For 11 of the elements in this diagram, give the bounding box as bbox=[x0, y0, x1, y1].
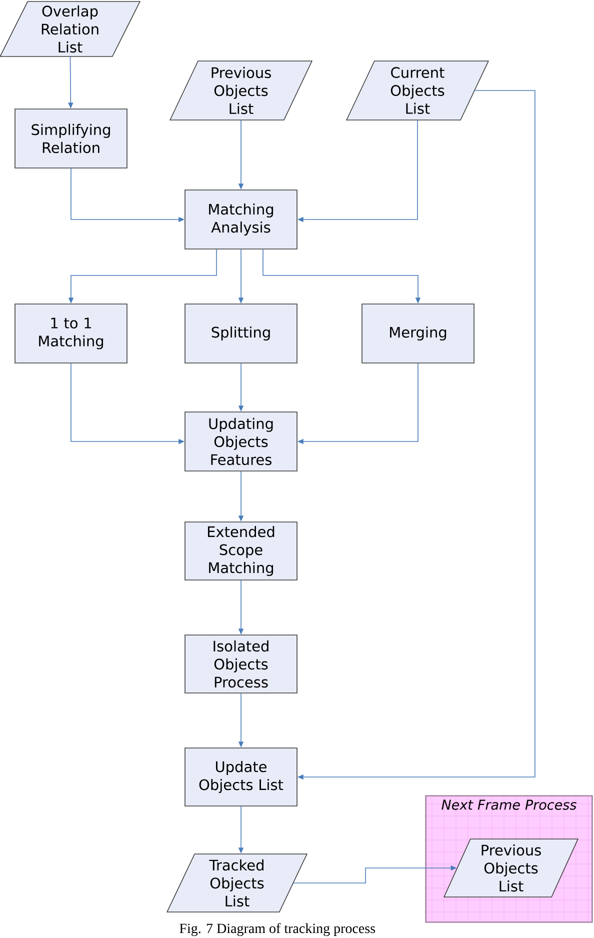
figure-caption: Fig. 7 Diagram of tracking process bbox=[180, 923, 376, 936]
process-box: Matching Analysis bbox=[184, 190, 298, 250]
process-box: Merging bbox=[362, 304, 474, 364]
process-box: Splitting bbox=[184, 304, 298, 364]
process-box: Updating Objects Features bbox=[184, 412, 298, 472]
process-box: Simplifying Relation bbox=[14, 108, 128, 168]
data-parallelogram: Overlap Relation List bbox=[0, 1, 141, 57]
process-box: Isolated Objects Process bbox=[184, 634, 298, 694]
process-box: Extended Scope Matching bbox=[184, 522, 298, 580]
process-box: 1 to 1 Matching bbox=[14, 304, 128, 364]
process-box: Update Objects List bbox=[184, 748, 298, 806]
